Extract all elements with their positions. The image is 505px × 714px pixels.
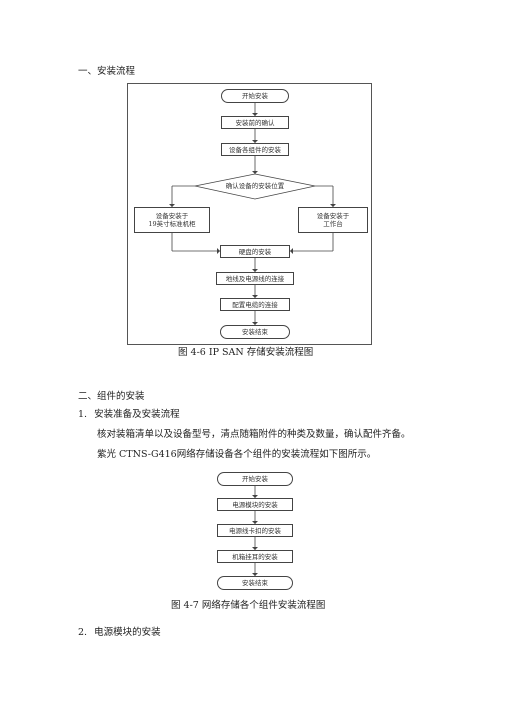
flow-step-label: 硬盘的安装 [238,247,272,256]
subsection-number: 2. [78,627,88,638]
flowchart-frame [127,83,372,345]
flow2-step-rack-ears: 机箱挂耳的安装 [217,550,293,563]
flow-step-label: 地线及电源线的连接 [225,274,285,283]
flow-step-label: 配置电缆的连接 [232,300,278,309]
flow-start-node: 开始安装 [221,89,289,103]
flow-decision-label: 确认设备的安装位置 [225,182,285,190]
section-heading-components: 二、组件的安装 [78,391,145,402]
flow-start-label: 开始安装 [242,92,268,100]
flow-step-pre-check: 安装前的确认 [221,116,289,129]
flow-branch-rack: 设备安装于 19英寸标准机柜 [134,207,210,233]
flow2-step-label: 机箱挂耳的安装 [232,552,278,561]
section-heading-install-flow: 一、安装流程 [78,66,136,77]
subsection-heading-prep: 1. 安装准备及安装流程 [78,409,180,421]
paragraph-checklist: 核对装箱清单以及设备型号，清点随箱附件的种类及数量，确认配件齐备。 [97,429,411,440]
flow-branch-workbench-line2: 工作台 [323,220,343,228]
flow-branch-workbench: 设备安装于 工作台 [298,207,368,233]
flow2-end-label: 安装结束 [242,579,268,587]
figure-caption-4-6: 图 4-6 IP SAN 存储安装流程图 [178,347,314,358]
paragraph-flow-intro: 紫光 CTNS-G416网络存储设备各个组件的安装流程如下图所示。 [97,449,377,460]
flow-step-component-install: 设备各组件的安装 [221,143,289,156]
flow-step-label: 设备各组件的安装 [229,145,281,154]
flow2-step-label: 电源线卡扣的安装 [229,526,281,535]
subsection-title: 电源模块的安装 [94,627,161,638]
flow-step-ground-power: 地线及电源线的连接 [216,272,294,285]
figure-caption-4-7: 图 4-7 网络存储各个组件安装流程图 [171,600,326,611]
flow2-start-label: 开始安装 [242,475,268,483]
flow2-step-power-module: 电源模块的安装 [217,498,293,511]
flow-end-node: 安装结束 [220,325,290,339]
flow-branch-rack-line1: 设备安装于 [155,212,189,220]
subsection-heading-power-module: 2. 电源模块的安装 [78,627,161,639]
flow2-end-node: 安装结束 [217,576,293,590]
subsection-number: 1. [78,409,88,420]
flow-end-label: 安装结束 [242,328,268,336]
flow-step-label: 安装前的确认 [235,118,275,127]
flow2-step-cable-clip: 电源线卡扣的安装 [217,524,293,537]
flow-branch-rack-line2: 19英寸标准机柜 [148,220,196,228]
flow2-start-node: 开始安装 [217,472,293,486]
flow-step-config-cable: 配置电缆的连接 [220,298,290,311]
flow2-step-label: 电源模块的安装 [232,500,278,509]
flow-branch-workbench-line1: 设备安装于 [316,212,350,220]
subsection-title: 安装准备及安装流程 [94,409,180,420]
flow-step-hard-disk: 硬盘的安装 [220,245,290,258]
